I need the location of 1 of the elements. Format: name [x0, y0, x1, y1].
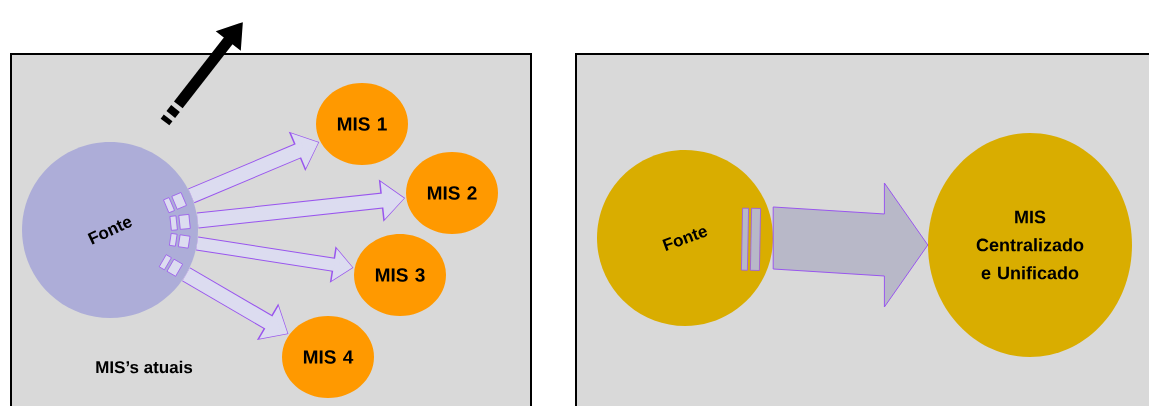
block-arrow — [741, 182, 929, 308]
